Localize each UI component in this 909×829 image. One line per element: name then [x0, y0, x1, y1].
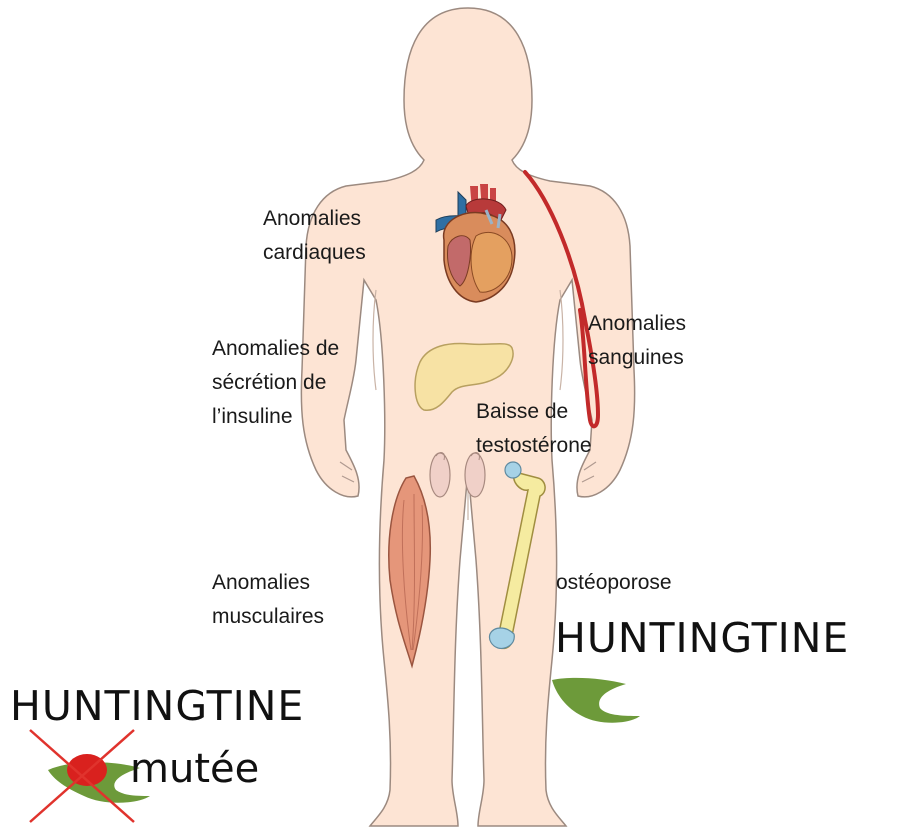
huntingtine-normal-label: HUNTINGTINE — [555, 614, 849, 662]
label-line: testostérone — [476, 429, 592, 463]
label-muscle-anomalies: Anomalies musculaires — [212, 566, 324, 634]
label-line: l’insuline — [212, 400, 339, 434]
label-line: ostéoporose — [556, 566, 672, 600]
mutant-status-label: mutée — [130, 746, 259, 792]
label-line: sécrétion de — [212, 366, 339, 400]
label-line: Anomalies de — [212, 332, 339, 366]
label-line: Anomalies — [263, 202, 366, 236]
left-testis — [430, 453, 450, 497]
label-line: Baisse de — [476, 395, 592, 429]
label-osteoporosis: ostéoporose — [556, 566, 672, 600]
label-line: cardiaques — [263, 236, 366, 270]
label-testosterone: Baisse de testostérone — [476, 395, 592, 463]
label-line: Anomalies — [212, 566, 324, 600]
label-line: musculaires — [212, 600, 324, 634]
torso-contour-line — [373, 290, 376, 390]
label-insulin-secretion: Anomalies de sécrétion de l’insuline — [212, 332, 339, 434]
label-blood-anomalies: Anomalies sanguines — [588, 307, 686, 375]
torso-contour-line — [560, 290, 563, 390]
label-line: Anomalies — [588, 307, 686, 341]
huntingtine-protein-shape — [552, 678, 640, 723]
label-line: sanguines — [588, 341, 686, 375]
label-cardiac-anomalies: Anomalies cardiaques — [263, 202, 366, 270]
huntingtine-mutant-label: HUNTINGTINE — [10, 682, 304, 730]
